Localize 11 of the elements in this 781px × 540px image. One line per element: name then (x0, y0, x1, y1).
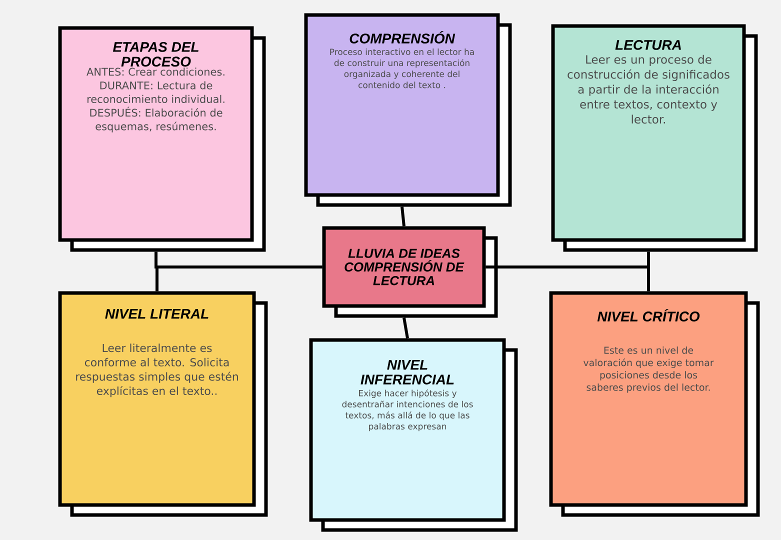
connector-line (156, 265, 322, 292)
concept-box: COMPRENSIÓN Proceso interactivo en el lector ha de construir una representación organizada y coherente del contenido del texto . (304, 13, 500, 197)
concept-box: ETAPAS DEL PROCESO ANTES: Crear condiciones. DURANTE: Lectura de reconocimiento individual. DESPUÉS: Elaboración de esquemas, resúmenes. (58, 26, 254, 242)
connector-line (400, 206, 406, 226)
concept-box: NIVEL CRÍTICO Este es un nivel de valoración que exige tomar posiciones desde los saberes previos del lector. (549, 291, 748, 507)
concept-box: LLUVIA DE IDEAS COMPRENSIÓN DE LECTURA (322, 226, 486, 308)
concept-box: LECTURA Leer es un proceso de construcción de significados a partir de la interacción entre textos, contexto y lector. (551, 24, 746, 242)
concept-box: NIVEL LITERAL Leer literalmente es conforme al texto. Solicita respuestas simples que estén explícitas en el texto.. (58, 291, 256, 507)
concept-box: NIVEL INFERENCIAL Exige hacer hipótesis y desentrañar intenciones de los textos, más allá de lo que las palabras expresan (309, 338, 506, 522)
connector-line (402, 317, 409, 338)
connector-line (486, 265, 650, 292)
